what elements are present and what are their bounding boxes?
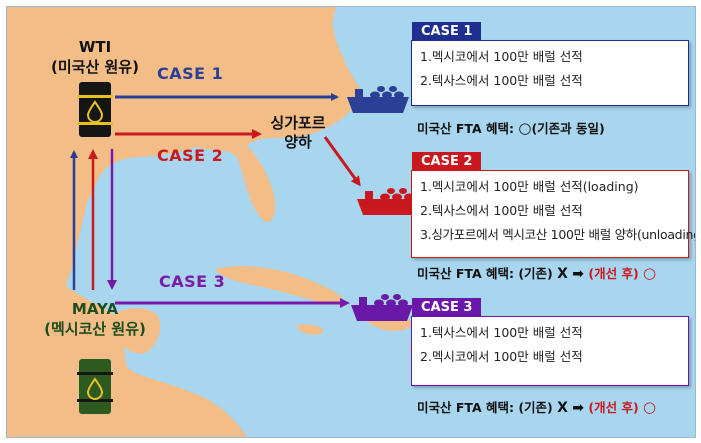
case1-route-label: CASE 1 <box>157 64 224 83</box>
singapore-port-label: 싱가포르 양하 <box>261 114 335 152</box>
wti-subtitle: (미국산 원유) <box>51 58 139 76</box>
case1-item-2: 2.텍사스에서 100만 배럴 선적 <box>420 73 583 88</box>
case2-item-1: 1.멕시코에서 100만 배럴 선적(loading) <box>420 179 639 194</box>
wti-name: WTI <box>78 38 112 56</box>
case3-item-2: 2.멕시코에서 100만 배럴 선적 <box>420 349 583 364</box>
port-to-ship-arrow <box>323 136 361 187</box>
case3-benefit-after: (개선 후) <box>588 400 639 415</box>
maya-subtitle: (멕시코산 원유) <box>44 320 146 338</box>
case2-ship-icon <box>357 188 419 215</box>
case2-route-label: CASE 2 <box>157 146 224 165</box>
case2-box: 1.멕시코에서 100만 배럴 선적(loading) 2.텍사스에서 100만… <box>411 170 696 258</box>
case2-box-title: CASE 2 <box>412 152 482 172</box>
case3-box: 1.텍사스에서 100만 배럴 선적 2.멕시코에서 100만 배럴 선적 <box>411 316 689 386</box>
case1-box-title: CASE 1 <box>412 22 482 42</box>
case2-item-list: 1.멕시코에서 100만 배럴 선적(loading) 2.텍사스에서 100만… <box>412 171 696 251</box>
case3-box-title: CASE 3 <box>412 298 482 318</box>
case3-item-list: 1.텍사스에서 100만 배럴 선적 2.멕시코에서 100만 배럴 선적 <box>412 317 688 373</box>
case1-item-1: 1.멕시코에서 100만 배럴 선적 <box>420 49 583 64</box>
case3-circle-icon: ○ <box>643 398 657 416</box>
case2-benefit-before: (기존) <box>518 266 553 281</box>
wti-label: WTI (미국산 원유) <box>45 37 145 77</box>
port-action: 양하 <box>284 133 312 151</box>
maya-name: MAYA <box>71 300 119 318</box>
case1-benefit-label: 미국산 FTA 혜택: <box>417 121 514 136</box>
land-central-america <box>7 287 247 437</box>
case2-benefit-after: (개선 후) <box>588 266 639 281</box>
case3-benefit-before: (기존) <box>518 400 553 415</box>
case2-benefit: 미국산 FTA 혜택: (기존) X ➡ (개선 후) ○ <box>417 263 656 282</box>
case2-x-icon: X <box>557 266 568 282</box>
case2-circle-icon: ○ <box>643 264 657 282</box>
case2-benefit-label: 미국산 FTA 혜택: <box>417 266 514 281</box>
case3-benefit-label: 미국산 FTA 혜택: <box>417 400 514 415</box>
maya-label: MAYA (멕시코산 원유) <box>27 299 163 339</box>
case1-box: 1.멕시코에서 100만 배럴 선적 2.텍사스에서 100만 배럴 선적 <box>411 40 689 106</box>
land-jamaica <box>297 324 324 335</box>
maya-barrel-icon <box>77 359 113 414</box>
case1-benefit: 미국산 FTA 혜택: ○(기존과 동일) <box>417 118 605 137</box>
case1-item-list: 1.멕시코에서 100만 배럴 선적 2.텍사스에서 100만 배럴 선적 <box>412 41 688 97</box>
wti-barrel-icon <box>77 82 113 137</box>
case3-right-arrow-icon: ➡ <box>572 400 585 416</box>
case2-item-2: 2.텍사스에서 100만 배럴 선적 <box>420 203 583 218</box>
diagram-frame: WTI (미국산 원유) MAYA (멕시코산 원유) CASE 1 CASE … <box>6 6 696 438</box>
case3-benefit: 미국산 FTA 혜택: (기존) X ➡ (개선 후) ○ <box>417 397 656 416</box>
port-name: 싱가포르 <box>270 114 326 132</box>
case2-right-arrow-icon: ➡ <box>572 266 585 282</box>
case1-ship-icon <box>347 86 409 113</box>
land-yucatan <box>107 308 161 354</box>
case3-route-label: CASE 3 <box>159 272 226 291</box>
case3-item-1: 1.텍사스에서 100만 배럴 선적 <box>420 325 583 340</box>
case1-benefit-circle: ○ <box>518 119 532 137</box>
case1-benefit-note: (기존과 동일) <box>531 121 605 136</box>
map-background <box>7 7 426 437</box>
case3-ship-icon <box>351 294 413 321</box>
case2-item-3: 3.싱가포르에서 멕시코산 100만 배럴 양하(unloading) <box>420 227 696 242</box>
land-cuba <box>215 266 343 305</box>
case3-x-icon: X <box>557 400 568 416</box>
